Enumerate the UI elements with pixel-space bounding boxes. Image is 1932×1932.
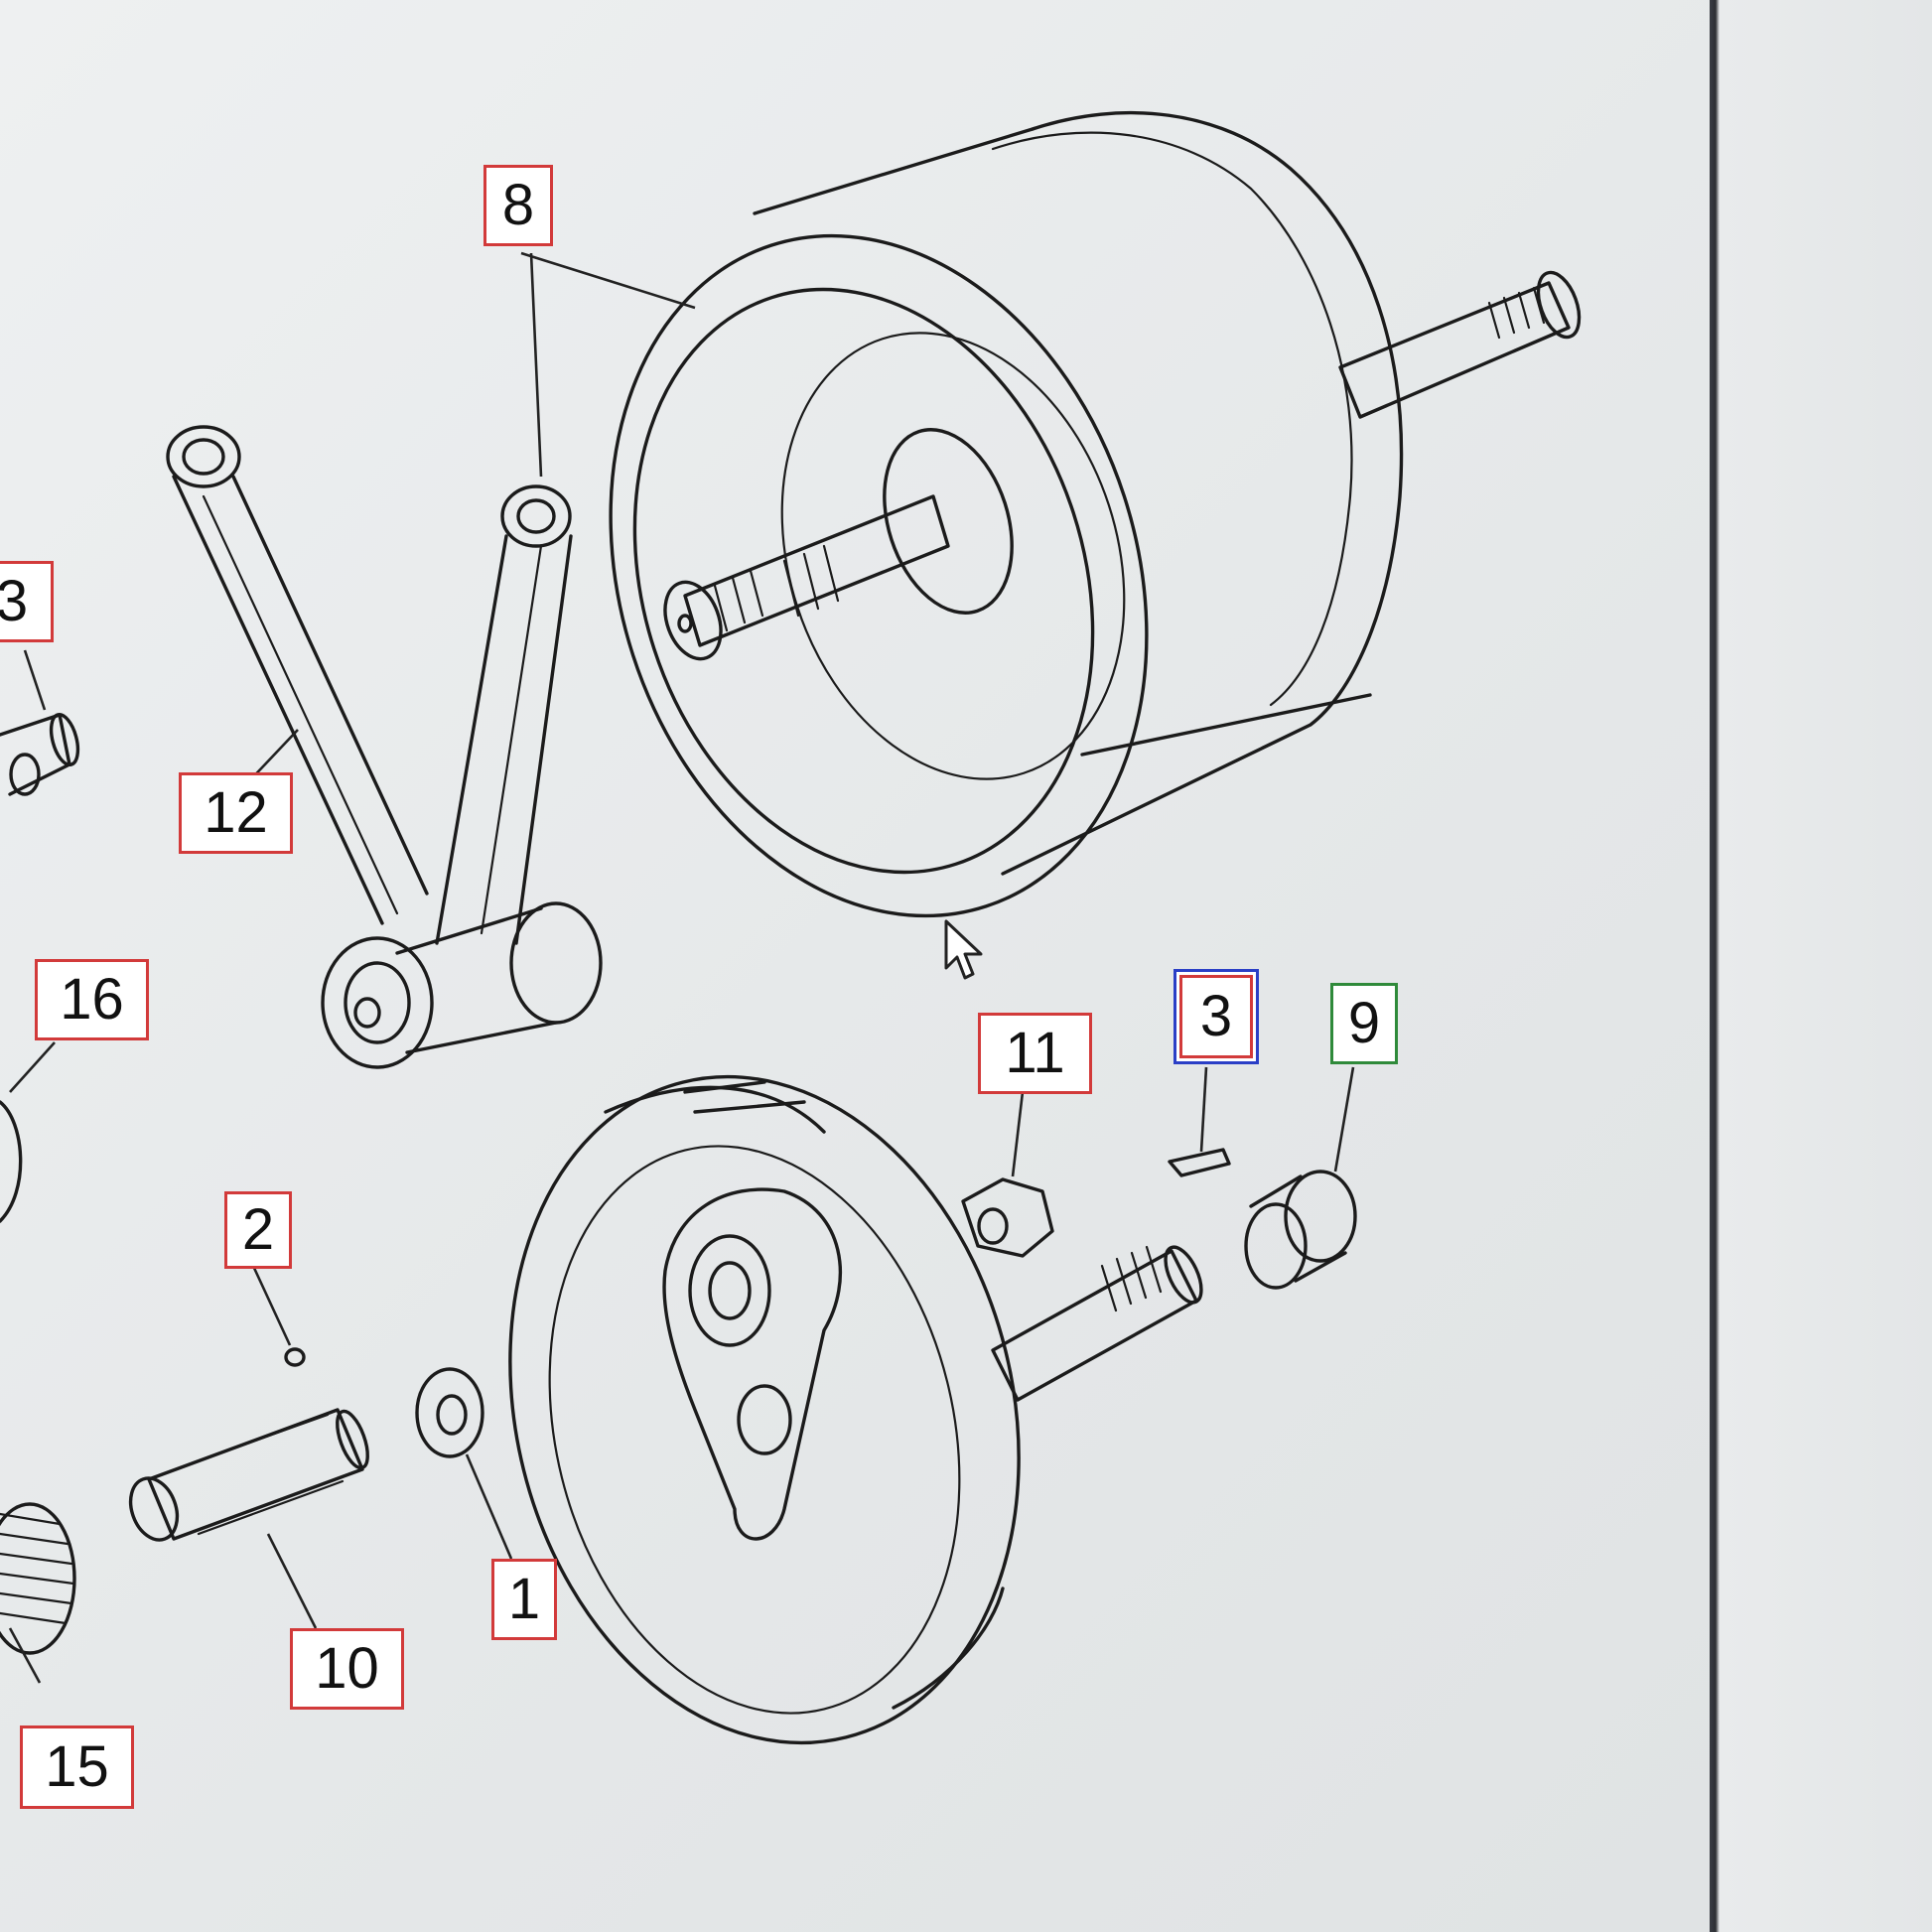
mouse-pointer-icon [944, 919, 983, 980]
part-2-ball[interactable] [284, 1347, 306, 1367]
leader-8 [520, 251, 696, 478]
callout-2[interactable]: 2 [224, 1191, 292, 1269]
part-16-fragment [0, 1100, 23, 1223]
part-9-bushing[interactable] [1244, 1170, 1357, 1290]
callout-12[interactable]: 12 [179, 772, 293, 854]
leader-3 [1199, 1066, 1208, 1153]
leader-3-left [23, 649, 47, 711]
callout-1[interactable]: 1 [491, 1559, 557, 1640]
part-1-washer[interactable] [415, 1367, 484, 1458]
leader-16 [9, 1041, 56, 1093]
leader-1 [465, 1453, 513, 1560]
part-3-left-sleeve[interactable] [0, 712, 82, 796]
leader-11 [1011, 1091, 1025, 1177]
connecting-rods[interactable] [166, 425, 603, 1069]
crank-flywheel-lower[interactable] [442, 1023, 1208, 1798]
callout-10[interactable]: 10 [290, 1628, 404, 1710]
callout-15[interactable]: 15 [20, 1725, 134, 1809]
callout-8[interactable]: 8 [483, 165, 553, 246]
part-10-crank-pin[interactable] [122, 1408, 373, 1547]
callout-11[interactable]: 11 [978, 1013, 1092, 1094]
callout-9[interactable]: 9 [1330, 983, 1398, 1064]
leader-2 [251, 1265, 292, 1346]
callout-3-highlighted[interactable]: 3 [1173, 969, 1259, 1064]
window-right-edge [1710, 0, 1932, 1932]
crank-flywheel-upper[interactable] [526, 110, 1587, 987]
part-11-nut[interactable] [961, 1177, 1054, 1258]
leader-15 [8, 1627, 42, 1684]
callout-3-left[interactable]: 3 [0, 561, 54, 642]
part-3-woodruff-key[interactable] [1168, 1148, 1231, 1177]
leader-10 [266, 1533, 318, 1629]
leader-9 [1333, 1066, 1355, 1173]
part-15-gear[interactable] [0, 1502, 76, 1655]
callout-16[interactable]: 16 [35, 959, 149, 1040]
